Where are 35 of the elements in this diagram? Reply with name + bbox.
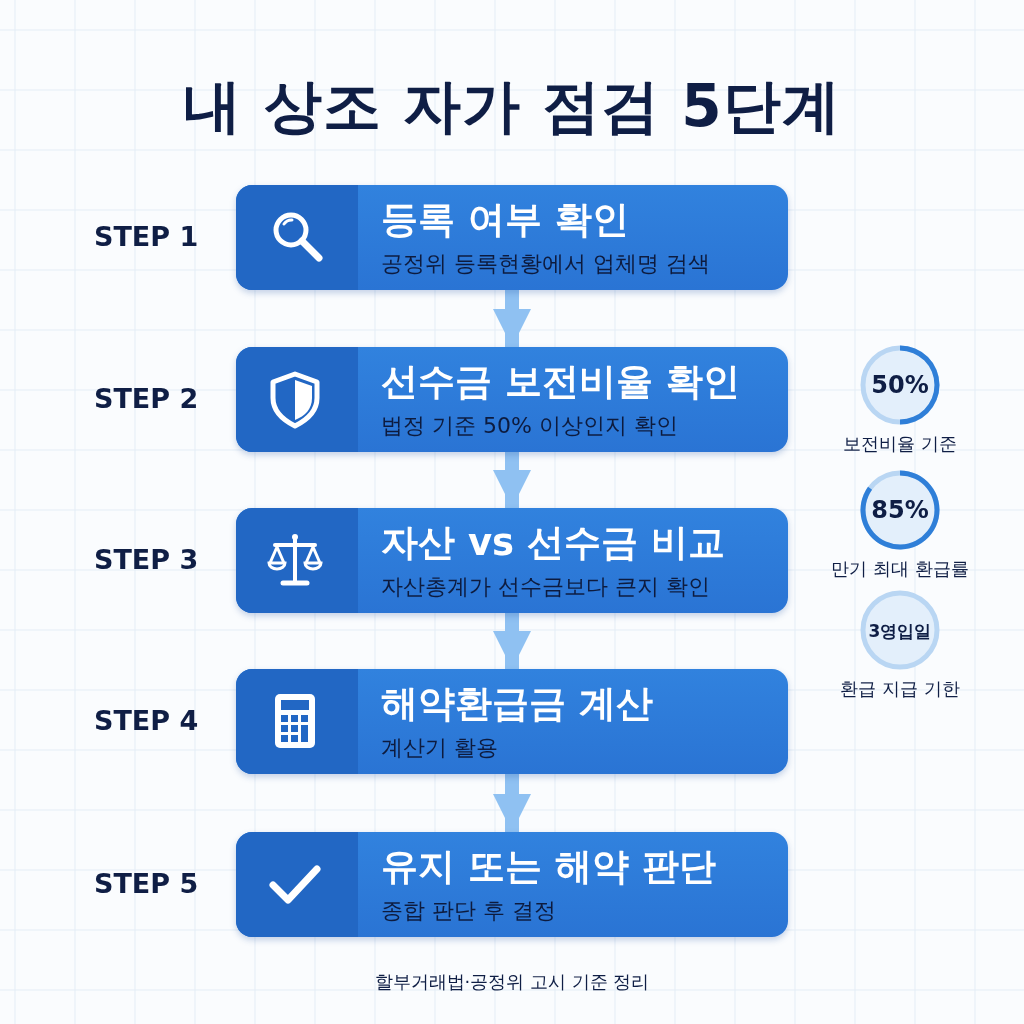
- step-label: STEP 5: [94, 867, 199, 899]
- stat-caption: 보전비율 기준: [842, 432, 958, 456]
- step-description: 종합 판단 후 결정: [381, 897, 556, 925]
- step-label: STEP 2: [94, 382, 199, 414]
- arrow: [493, 290, 531, 347]
- step-box: [236, 185, 788, 290]
- step-label: STEP 3: [94, 543, 199, 575]
- stat-value: 85%: [870, 495, 930, 524]
- step-box: [236, 508, 788, 613]
- step-description: 자산총계가 선수금보다 큰지 확인: [381, 573, 710, 601]
- step-title: 유지 또는 해약 판단: [381, 844, 716, 890]
- step-title: 선수금 보전비율 확인: [381, 359, 740, 405]
- stat-circle: [860, 590, 940, 670]
- stat-circle: [860, 470, 940, 550]
- step-label: STEP 1: [94, 220, 199, 252]
- step-label: STEP 4: [94, 704, 199, 736]
- step-description: 법정 기준 50% 이상인지 확인: [381, 412, 678, 440]
- stat-caption: 만기 최대 환급률: [830, 557, 970, 581]
- step-box: [236, 669, 788, 774]
- step-box: [236, 832, 788, 937]
- title: 내 상조 자가 점검 5단계: [182, 71, 842, 142]
- step-box: [236, 347, 788, 452]
- step-title: 자산 vs 선수금 비교: [381, 520, 725, 566]
- step-description: 공정위 등록현황에서 업체명 검색: [381, 250, 710, 278]
- footnote: 할부거래법·공정위 고시 기준 정리: [373, 970, 651, 994]
- arrow: [493, 613, 531, 669]
- stat-circle: [860, 345, 940, 425]
- step-description: 계산기 활용: [381, 734, 498, 762]
- step-title: 해약환급금 계산: [381, 681, 653, 727]
- step-title: 등록 여부 확인: [381, 197, 629, 243]
- stat-value: 3영입일: [867, 619, 933, 643]
- stat-caption: 환급 지급 기한: [839, 677, 961, 701]
- stat-value: 50%: [870, 370, 930, 399]
- arrow: [493, 774, 531, 832]
- arrow: [493, 452, 531, 508]
